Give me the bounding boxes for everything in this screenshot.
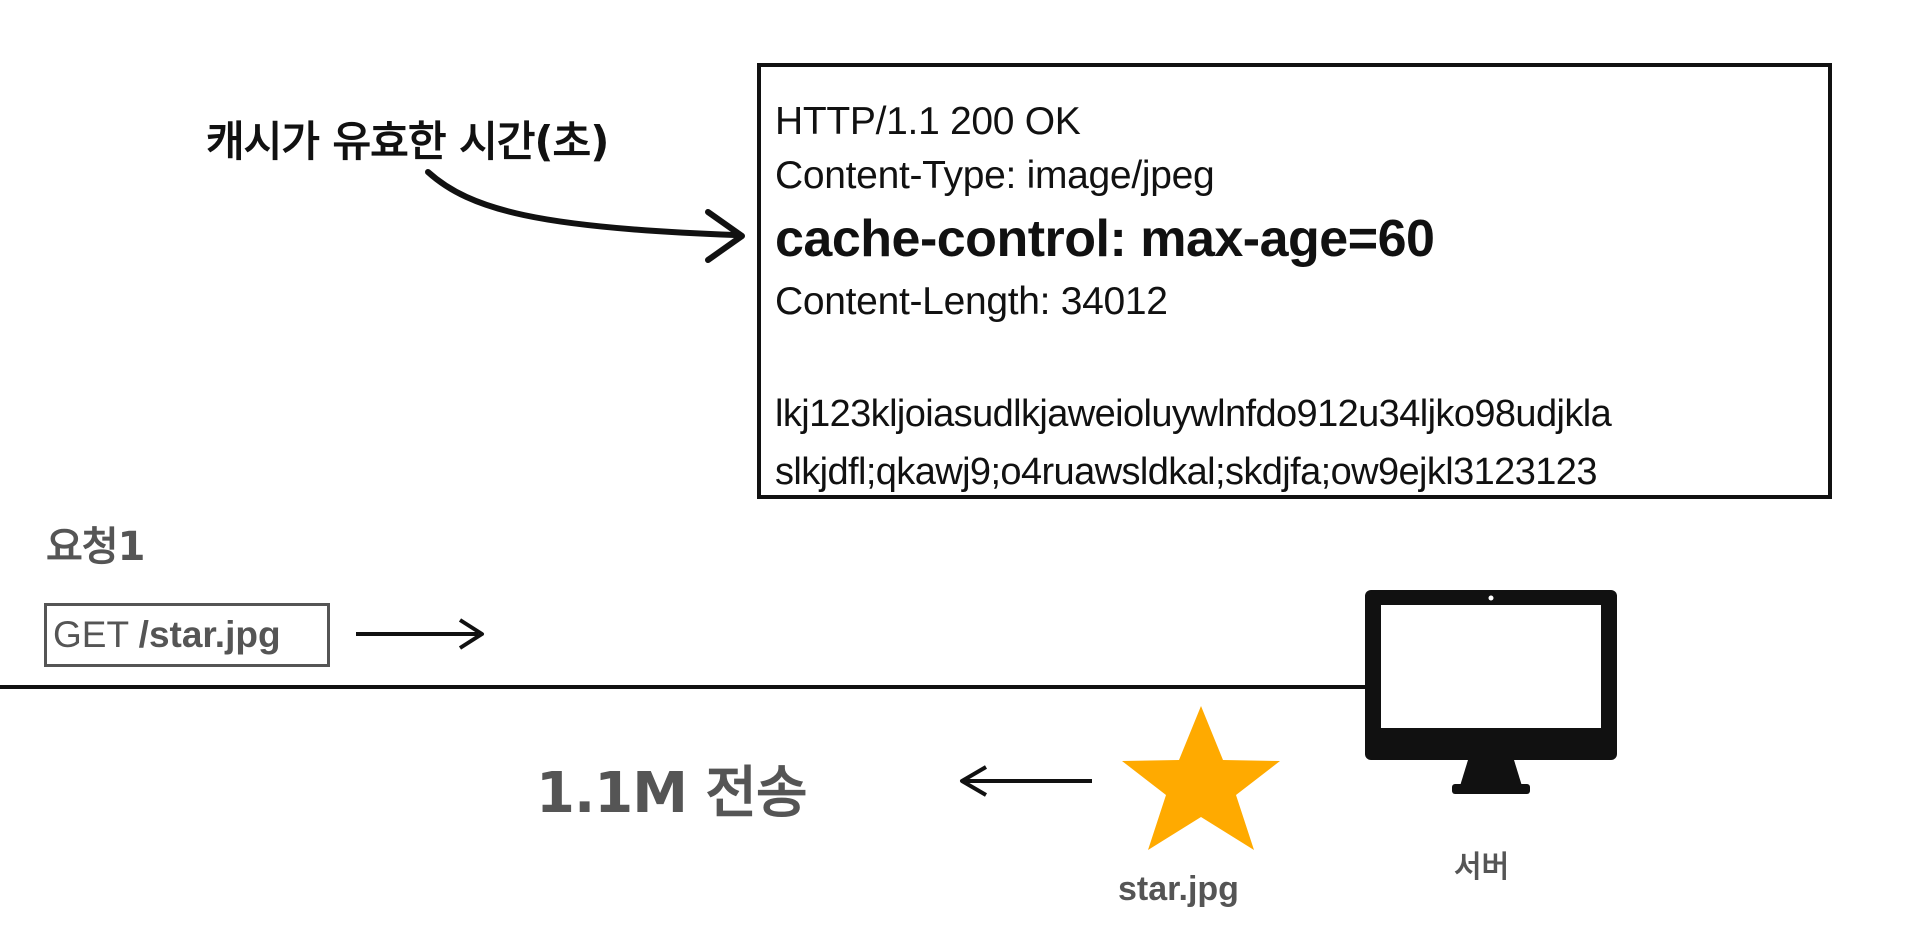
cache-validity-label: 캐시가 유효한 시간(초): [206, 117, 609, 166]
monitor-icon: [1365, 590, 1617, 794]
http-response-box: HTTP/1.1 200 OK Content-Type: image/jpeg…: [757, 63, 1832, 499]
server-label: 서버: [1454, 850, 1510, 885]
annotation-arrow: [425, 169, 738, 238]
content-type-header: Content-Type: image/jpeg: [775, 154, 1215, 197]
star-icon: [1122, 706, 1280, 850]
response-body-line-2: slkjdfl;qkawj9;o4ruawsldkal;skdjfa;ow9ej…: [775, 451, 1597, 493]
request-arrowhead: [458, 618, 484, 650]
status-line: HTTP/1.1 200 OK: [775, 100, 1081, 143]
response-body-line-1: lkj123kljoiasudlkjaweioluywlnfdo912u34lj…: [775, 393, 1612, 435]
header-body-separator: [775, 329, 1828, 385]
network-divider-line: [0, 685, 1365, 689]
http-request-box: GET /star.jpg: [44, 603, 330, 667]
content-length-header: Content-Length: 34012: [775, 280, 1168, 323]
transfer-arrowhead: [960, 765, 988, 797]
cache-control-header: cache-control: max-age=60: [775, 210, 1435, 268]
annotation-arrowhead: [705, 209, 745, 263]
star-filename-label: star.jpg: [1118, 870, 1239, 908]
request-title: 요청1: [46, 524, 145, 570]
request-path: /star.jpg: [138, 614, 281, 655]
transfer-size-label: 1.1M 전송: [536, 761, 807, 826]
request-method: GET: [53, 614, 139, 655]
